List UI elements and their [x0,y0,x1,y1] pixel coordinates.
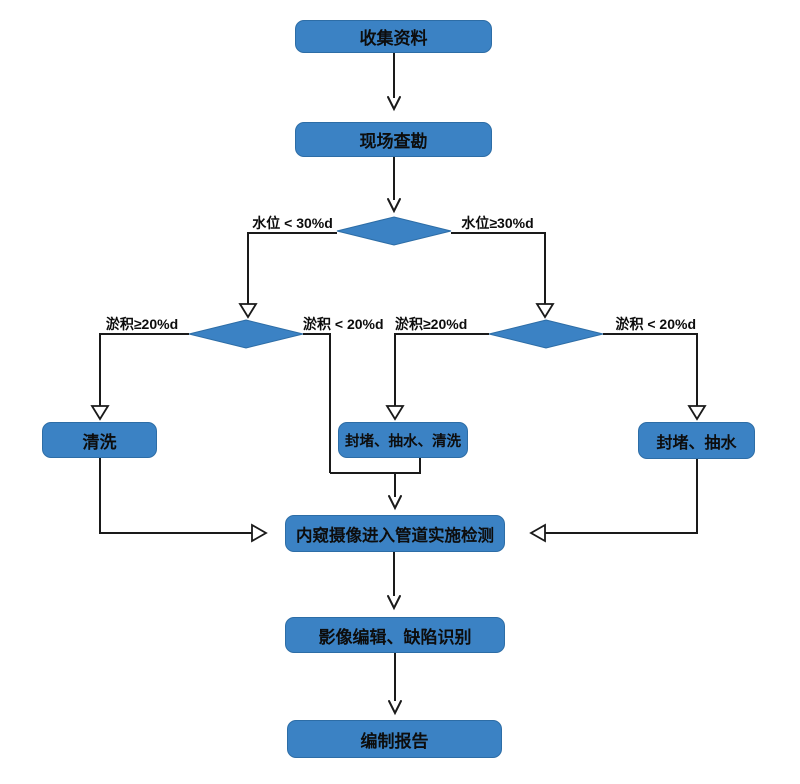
arrowhead-down-icon [388,700,402,716]
connector-silt-above-to-plug-pump-clean [394,333,489,406]
connector-plug-pump-to-inspection [545,459,698,534]
node-plug-pump: 封堵、抽水 [638,422,755,459]
branch-label-silt-below-right: 淤积 < 20%d [615,316,696,332]
arrowhead-down-icon [387,96,401,112]
arrowhead-hollow-down-icon [385,405,405,421]
arrowhead-hollow-down-icon [90,405,110,421]
branch-label-silt-below-left: 淤积 < 20%d [303,316,384,332]
branch-label-water-above: 水位≥30%d [461,215,534,231]
node-report: 编制报告 [287,720,502,758]
arrowhead-hollow-right-icon [251,523,268,543]
connector-water-below-branch [247,232,337,304]
connector-cleaning-to-inspection [99,458,252,534]
decision-silt-left-diamond [188,319,304,349]
branch-label-silt-above-left: 淤积≥20%d [105,316,179,332]
branch-label-water-below: 水位 < 30%d [252,215,333,231]
node-site-survey: 现场查勘 [295,122,492,157]
arrowhead-down-icon [388,495,402,511]
node-collect-data: 收集资料 [295,20,492,53]
node-plug-pump-clean: 封堵、抽水、清洗 [338,422,468,458]
arrowhead-hollow-down-icon [687,405,707,421]
arrowhead-hollow-down-icon [535,303,555,319]
node-inspection: 内窥摄像进入管道实施检测 [285,515,505,552]
connector-plug-pump-clean-junction [330,458,421,474]
arrowhead-hollow-down-icon [238,303,258,319]
arrowhead-down-icon [387,595,401,611]
node-image-edit: 影像编辑、缺陷识别 [285,617,505,653]
branch-label-silt-above-right: 淤积≥20%d [395,316,468,332]
connector-silt-below-to-plug-pump [603,333,698,406]
decision-silt-right-diamond [488,319,604,349]
decision-water-level-diamond [336,216,452,246]
node-cleaning: 清洗 [42,422,157,458]
connector-silt-above-to-cleaning [99,333,189,406]
arrowhead-down-icon [387,198,401,214]
connector-silt-below-left-to-junction [303,333,331,473]
connector-water-above-branch [451,232,546,304]
arrowhead-hollow-left-icon [529,523,546,543]
